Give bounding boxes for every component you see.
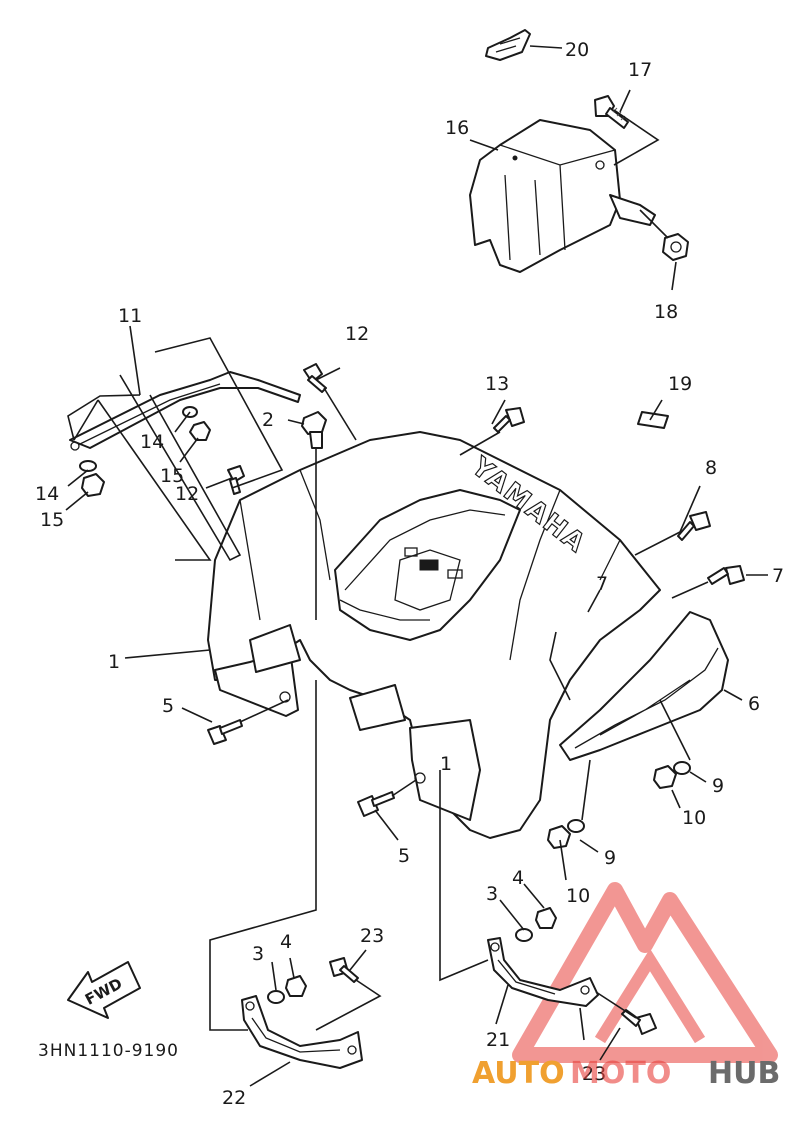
- label-9-center: 9: [604, 847, 616, 869]
- label-3-right: 3: [486, 883, 498, 905]
- label-14-upper: 14: [140, 431, 164, 453]
- part-21-bracket: [487, 937, 599, 1007]
- part-7-screw-right: [707, 565, 745, 585]
- part-6-rear-trim: [559, 611, 729, 761]
- label-1-lower: 1: [440, 753, 452, 775]
- fwd-arrow-icon: FWD: [67, 961, 141, 1019]
- label-13: 13: [485, 373, 509, 395]
- label-7-left: 7: [596, 573, 608, 595]
- part-4-nut-right: [535, 907, 557, 929]
- part-3-washer-left: [267, 990, 285, 1004]
- label-21: 21: [486, 1029, 510, 1051]
- label-5-center: 5: [398, 845, 410, 867]
- watermark-logo-mark: [512, 882, 778, 1063]
- part-2-bolt: [301, 411, 327, 449]
- label-3-left: 3: [252, 943, 264, 965]
- part-10-nut-center: [547, 825, 571, 849]
- label-4-right: 4: [512, 867, 524, 889]
- watermark-part-3: HUB: [708, 1056, 780, 1091]
- label-12-upper: 12: [345, 323, 369, 345]
- label-19: 19: [668, 373, 692, 395]
- part-16-cover-box: [469, 119, 656, 273]
- leader-lines: [65, 45, 768, 1087]
- part-labels: 20 17 16 18 11 12 19 13 2 14 15 8 12 14 …: [35, 39, 784, 1109]
- label-10-center: 10: [566, 885, 590, 907]
- part-18-nut: [662, 233, 689, 261]
- label-4-left: 4: [280, 931, 292, 953]
- part-1-rear-fender: [207, 431, 661, 839]
- label-20: 20: [565, 39, 589, 61]
- label-5-left: 5: [162, 695, 174, 717]
- part-14-washer-lower: [79, 460, 97, 472]
- part-17-bolt: [594, 95, 629, 129]
- part-15-nut-upper: [189, 421, 211, 441]
- label-17: 17: [628, 59, 652, 81]
- part-5-screw-left: [207, 719, 243, 745]
- part-12-screw-upper: [303, 363, 327, 393]
- part-13-screw: [493, 407, 525, 433]
- label-15-lower: 15: [40, 509, 64, 531]
- label-8: 8: [705, 457, 717, 479]
- label-22: 22: [222, 1087, 246, 1109]
- label-7-right: 7: [772, 565, 784, 587]
- part-15-nut-lower: [81, 473, 105, 497]
- part-10-nut-right: [653, 765, 677, 789]
- label-14-lower: 14: [35, 483, 59, 505]
- label-10-right: 10: [682, 807, 706, 829]
- label-1: 1: [108, 651, 120, 673]
- part-12-screw-lower: [227, 465, 245, 495]
- part-3-washer-right: [515, 928, 533, 942]
- label-9-right: 9: [712, 775, 724, 797]
- label-12-lower: 12: [175, 483, 199, 505]
- label-6: 6: [748, 693, 760, 715]
- part-9-washer-right: [673, 761, 691, 775]
- label-2: 2: [262, 409, 274, 431]
- part-5-screw-center: [357, 791, 395, 817]
- label-23-right: 23: [582, 1063, 606, 1085]
- part-23-bolt-left: [329, 957, 359, 983]
- label-16: 16: [445, 117, 469, 139]
- label-18: 18: [654, 301, 678, 323]
- watermark-part-2: MOTO: [570, 1056, 671, 1091]
- label-23-left: 23: [360, 925, 384, 947]
- part-19-pad: [637, 411, 669, 429]
- watermark-part-1: AUTO: [472, 1056, 565, 1091]
- part-8-screw: [677, 511, 711, 541]
- part-20-clip: [485, 29, 531, 61]
- label-11: 11: [118, 305, 142, 327]
- label-15-upper: 15: [160, 465, 184, 487]
- watermark-text: AUTO MOTO HUB: [472, 1056, 780, 1091]
- part-9-washer-center: [567, 819, 585, 833]
- part-22-bracket: [241, 995, 363, 1069]
- part-4-nut-left: [285, 975, 307, 997]
- part-23-bolt-right: [621, 1009, 657, 1035]
- diagram-code: 3HN1110-9190: [38, 1041, 179, 1061]
